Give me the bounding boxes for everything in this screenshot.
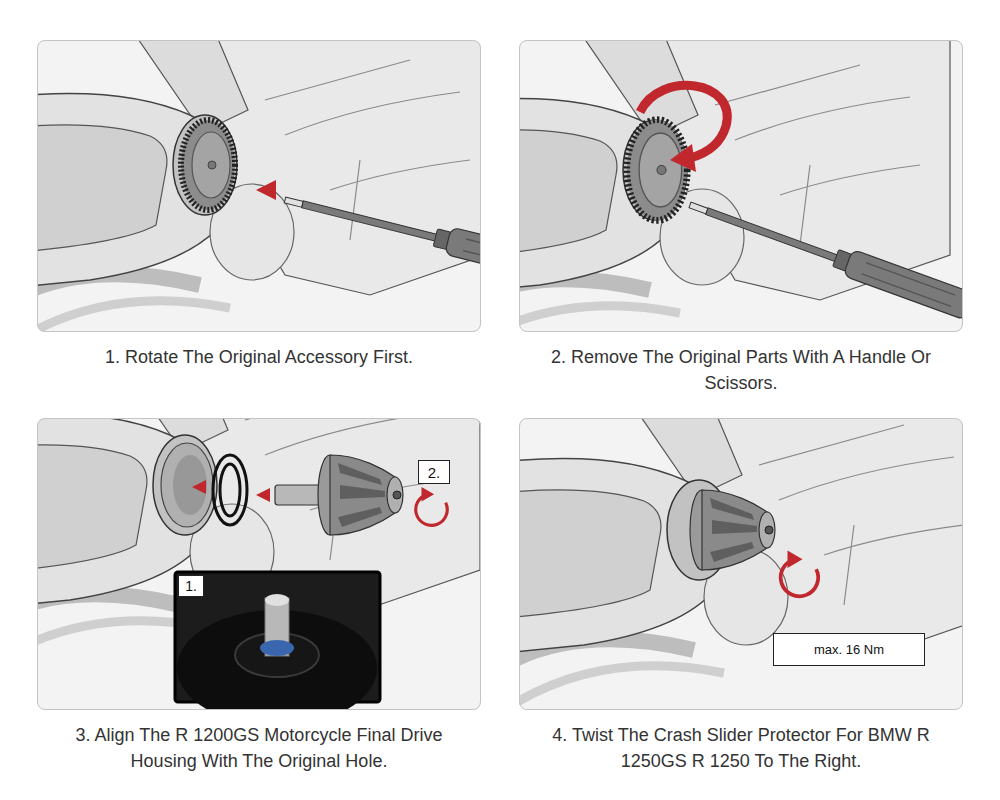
panel-frame <box>37 418 481 710</box>
pointer-triangle <box>256 488 270 502</box>
photo-bolt-head <box>265 594 289 606</box>
curved-arrow <box>640 85 727 158</box>
crash-slider <box>318 455 403 535</box>
mount-hole-inner <box>173 455 207 515</box>
curved-arrow-head <box>670 144 696 172</box>
callout-number: 1. <box>178 575 204 597</box>
step-panel: 2. Remove The Original Parts With A Hand… <box>519 40 963 422</box>
rotate-arrow <box>781 551 819 597</box>
step-caption: 3. Align The R 1200GS Motorcycle Final D… <box>49 722 469 774</box>
panel-frame <box>519 418 963 710</box>
step-caption: 4. Twist The Crash Slider Protector For … <box>545 722 937 774</box>
callout-text: 2. <box>428 464 441 481</box>
callout-number: 2. <box>418 460 450 484</box>
callout-text: 1. <box>185 578 197 594</box>
step-panel: 1. Rotate The Original Accessory First. <box>37 40 481 422</box>
step-panel: 3. Align The R 1200GS Motorcycle Final D… <box>37 418 481 800</box>
step-panel: 4. Twist The Crash Slider Protector For … <box>519 418 963 800</box>
swingarm <box>37 40 481 332</box>
step-caption: 1. Rotate The Original Accessory First. <box>59 344 459 370</box>
screwdriver <box>685 192 963 320</box>
o-ring <box>213 455 247 525</box>
torque-value: max. 16 Nm <box>814 642 884 657</box>
crash-slider <box>690 490 775 570</box>
rotate-arrow <box>416 487 448 525</box>
photo-threadlock <box>260 640 294 656</box>
step-caption: 2. Remove The Original Parts With A Hand… <box>544 344 939 396</box>
o-ring-inner <box>220 464 240 516</box>
panel-frame <box>519 40 963 332</box>
mount-hole <box>161 443 213 527</box>
screwdriver <box>282 186 481 285</box>
original-cap <box>627 120 687 221</box>
swingarm <box>519 418 963 710</box>
panel-art <box>37 418 481 710</box>
panel-art <box>519 418 963 710</box>
swingarm <box>37 418 480 680</box>
panel-art <box>519 40 963 332</box>
panel-art <box>37 40 481 332</box>
panel-frame <box>37 40 481 332</box>
pointer-triangle <box>256 180 276 200</box>
torque-box: max. 16 Nm <box>773 633 925 666</box>
pointer-triangle <box>192 480 206 494</box>
original-cap <box>181 120 235 210</box>
